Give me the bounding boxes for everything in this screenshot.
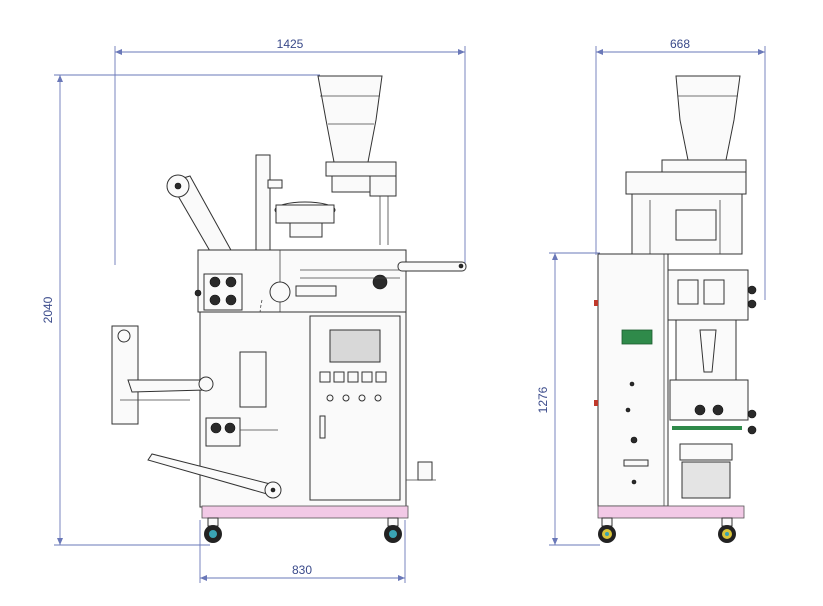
front-hopper <box>317 75 397 197</box>
front-roller-block <box>194 273 243 311</box>
side-green-strip <box>672 426 742 430</box>
front-indicator-row <box>326 394 382 402</box>
base-width-label: 830 <box>292 563 312 577</box>
side-view <box>594 75 757 543</box>
side-cabinet <box>597 253 669 507</box>
side-green-block <box>621 329 653 345</box>
side-wheel-left <box>598 517 616 543</box>
height-label: 2040 <box>41 296 55 323</box>
front-base-plate <box>201 505 409 519</box>
side-base-plate <box>597 505 745 519</box>
side-motor-box <box>681 461 731 499</box>
front-wheel-right <box>384 517 402 543</box>
side-right-mechanism <box>667 269 757 499</box>
front-view <box>111 75 467 543</box>
front-output-conveyor <box>147 453 282 499</box>
front-door-handle <box>319 415 326 439</box>
front-left-support <box>111 325 214 425</box>
front-button-row <box>319 371 387 383</box>
side-width-label: 668 <box>670 37 690 51</box>
front-width-dimension: 1425 <box>114 37 466 265</box>
front-small-cup <box>417 461 433 481</box>
base-width-dimension: 830 <box>199 520 406 583</box>
side-wheel-right <box>718 517 736 543</box>
front-screen <box>329 329 381 363</box>
side-red-marker <box>594 300 598 306</box>
side-cabinet-details <box>623 381 649 485</box>
front-wheel-left <box>204 517 222 543</box>
side-width-dimension: 668 <box>595 37 766 300</box>
front-sealer <box>205 351 278 447</box>
side-upper-mechanism <box>625 171 747 255</box>
height-dimension: 2040 <box>41 74 320 546</box>
side-hopper <box>661 75 747 175</box>
front-width-label: 1425 <box>277 37 304 51</box>
side-height-dimension: 1276 <box>536 252 600 546</box>
side-height-label: 1276 <box>536 386 550 413</box>
front-film-arm <box>166 174 233 259</box>
front-dosing-unit <box>255 154 389 256</box>
front-right-arm <box>397 261 467 272</box>
